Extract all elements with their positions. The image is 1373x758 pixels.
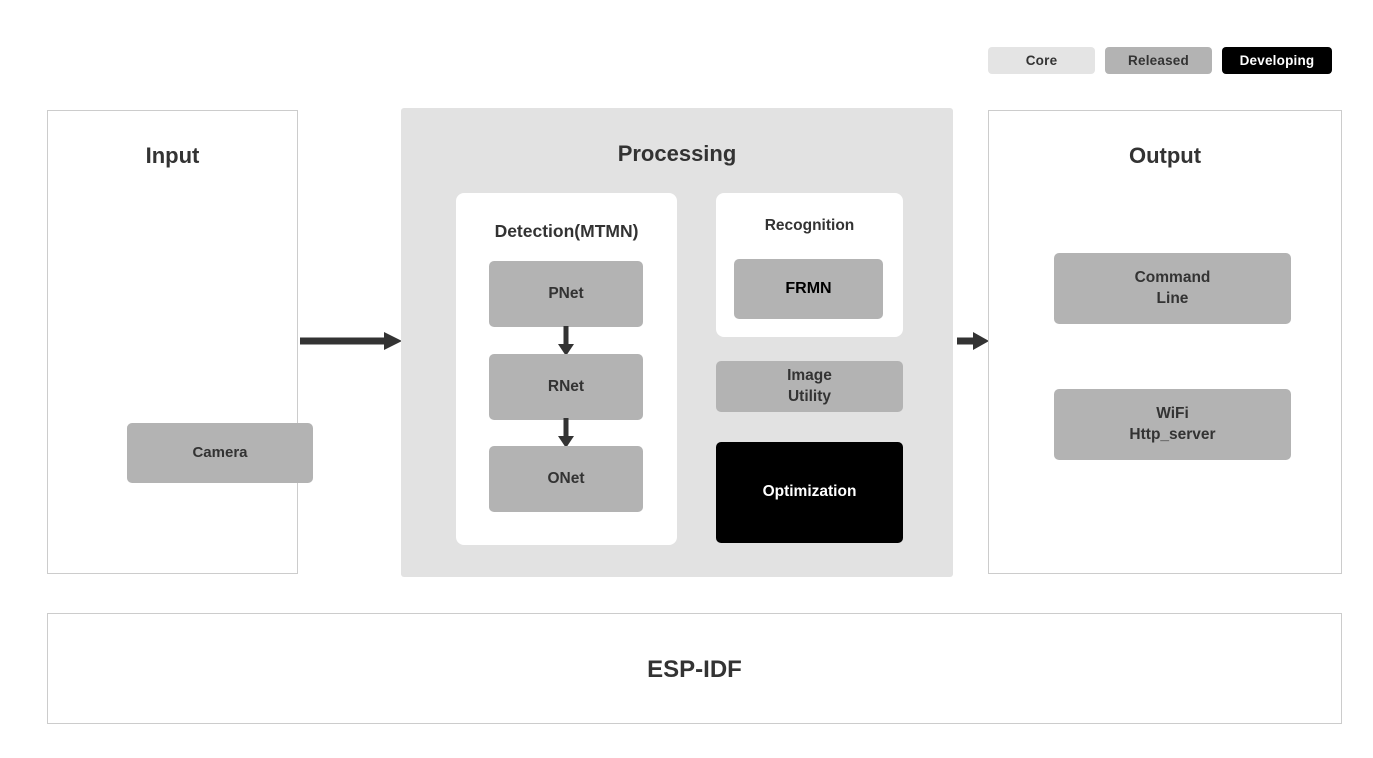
block-image-utility-label-line2: Utility	[787, 387, 832, 405]
arrow-rnet-to-onet	[555, 418, 577, 448]
legend-badge-developing: Developing	[1222, 47, 1332, 74]
block-pnet: PNet	[489, 261, 643, 327]
panel-title-input: Input	[145, 143, 200, 168]
block-command-line-label-line1: Command	[1134, 269, 1211, 287]
panel-title-processing: Processing	[617, 141, 737, 166]
arrow-processing-to-output	[957, 330, 989, 352]
subpanel-title-detection: Detection(MTMN)	[494, 221, 639, 241]
block-rnet: RNet	[489, 354, 643, 420]
legend-badge-core: Core	[988, 47, 1095, 74]
legend-label-released: Released	[1128, 53, 1189, 68]
block-camera-label: Camera	[192, 444, 248, 462]
panel-title-output: Output	[1128, 143, 1202, 168]
block-onet-label: ONet	[547, 469, 585, 487]
block-frmn: FRMN	[734, 259, 883, 319]
panel-input: Input Camera	[47, 110, 313, 574]
legend: Core Released Developing	[988, 47, 1332, 74]
block-pnet-label: PNet	[548, 284, 584, 302]
block-rnet-label: RNet	[547, 377, 585, 395]
subpanel-title-recognition: Recognition	[764, 217, 855, 234]
block-wifi-http-server: WiFi Http_server	[1054, 389, 1291, 460]
block-onet: ONet	[489, 446, 643, 512]
block-camera: Camera	[127, 423, 313, 483]
block-wifi-http-server-label-line2: Http_server	[1129, 425, 1216, 443]
legend-badge-released: Released	[1105, 47, 1212, 74]
block-command-line: Command Line	[1054, 253, 1291, 324]
block-image-utility-label-line1: Image	[787, 367, 832, 385]
panel-output: Output	[988, 110, 1342, 574]
arrow-pnet-to-rnet	[555, 326, 577, 356]
panel-title-esp-idf: ESP-IDF	[647, 656, 742, 683]
block-optimization: Optimization	[716, 442, 903, 543]
panel-esp-idf: ESP-IDF	[47, 613, 1342, 724]
arrow-input-to-processing	[300, 330, 402, 352]
block-command-line-label-line2: Line	[1156, 289, 1189, 307]
legend-label-core: Core	[1025, 53, 1058, 68]
block-image-utility: Image Utility	[716, 361, 903, 412]
legend-label-developing: Developing	[1239, 53, 1315, 68]
block-frmn-label: FRMN	[785, 280, 832, 298]
block-optimization-label: Optimization	[762, 483, 857, 501]
block-wifi-http-server-label-line1: WiFi	[1156, 405, 1189, 423]
